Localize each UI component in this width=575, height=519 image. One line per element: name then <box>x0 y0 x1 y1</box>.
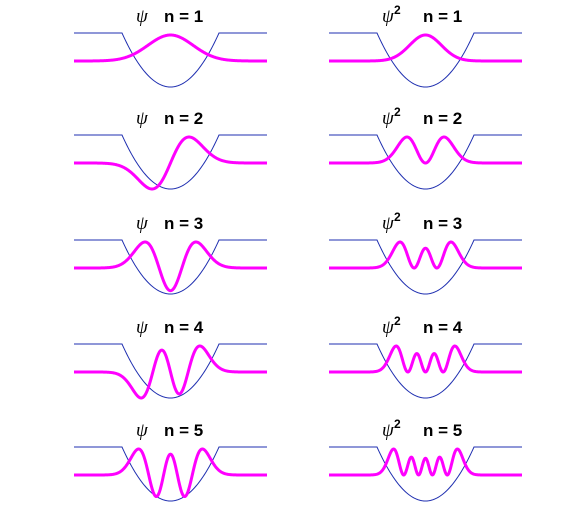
potential-well-curve <box>329 343 522 399</box>
potential-well-curve <box>74 446 267 502</box>
psi-symbol: ψ <box>136 213 149 234</box>
quantum-number-label: n = 2 <box>164 109 203 128</box>
potential-well-curve <box>74 239 267 295</box>
quantum-number-label: n = 5 <box>164 421 203 440</box>
wavefunction-curve <box>73 344 268 400</box>
probability-density-curve <box>328 344 523 374</box>
potential-well-curve <box>329 134 522 190</box>
psi-symbol: ψ <box>382 108 395 129</box>
probability-density-curve <box>328 447 523 477</box>
square-superscript: 2 <box>394 105 401 119</box>
quantum-number-label: n = 3 <box>164 214 203 233</box>
probability-density-curve <box>328 240 523 270</box>
psi-symbol: ψ <box>136 420 149 441</box>
quantum-number-label: n = 5 <box>423 421 462 440</box>
wavefunction-curve <box>73 447 268 499</box>
quantum-number-label: n = 4 <box>164 318 204 337</box>
panel-psi-n4: ψ n = 4 <box>73 317 268 400</box>
potential-well-curve <box>329 446 522 502</box>
panel-psi-n3: ψ n = 3 <box>73 213 268 295</box>
potential-well-curve <box>329 239 522 295</box>
probability-density-curve <box>328 33 523 63</box>
wavefunction-curve <box>73 135 268 191</box>
wavefunction-curve <box>73 240 268 293</box>
potential-well-curve <box>74 32 267 88</box>
probability-density-curve <box>328 135 523 165</box>
psi-symbol: ψ <box>136 317 149 338</box>
square-superscript: 2 <box>394 210 401 224</box>
quantum-number-label: n = 1 <box>164 7 203 26</box>
quantum-number-label: n = 1 <box>423 7 462 26</box>
psi-symbol: ψ <box>382 213 395 234</box>
panel-psi-n1: ψ n = 1 <box>73 6 268 88</box>
quantum-number-label: n = 4 <box>423 318 463 337</box>
square-superscript: 2 <box>394 314 401 328</box>
quantum-number-label: n = 3 <box>423 214 462 233</box>
wavefunction-curve <box>73 33 268 63</box>
panel-psi-n2: ψ n = 2 <box>73 108 268 191</box>
psi-symbol: ψ <box>382 6 395 27</box>
square-superscript: 2 <box>394 3 401 17</box>
psi-symbol: ψ <box>136 6 149 27</box>
potential-well-curve <box>329 32 522 88</box>
psi-symbol: ψ <box>382 317 395 338</box>
psi-symbol: ψ <box>382 420 395 441</box>
quantum-number-label: n = 2 <box>423 109 462 128</box>
potential-well-curve <box>74 134 267 190</box>
potential-well-curve <box>74 343 267 399</box>
square-superscript: 2 <box>394 417 401 431</box>
panel-psi-n5: ψ n = 5 <box>73 420 268 502</box>
psi-symbol: ψ <box>136 108 149 129</box>
